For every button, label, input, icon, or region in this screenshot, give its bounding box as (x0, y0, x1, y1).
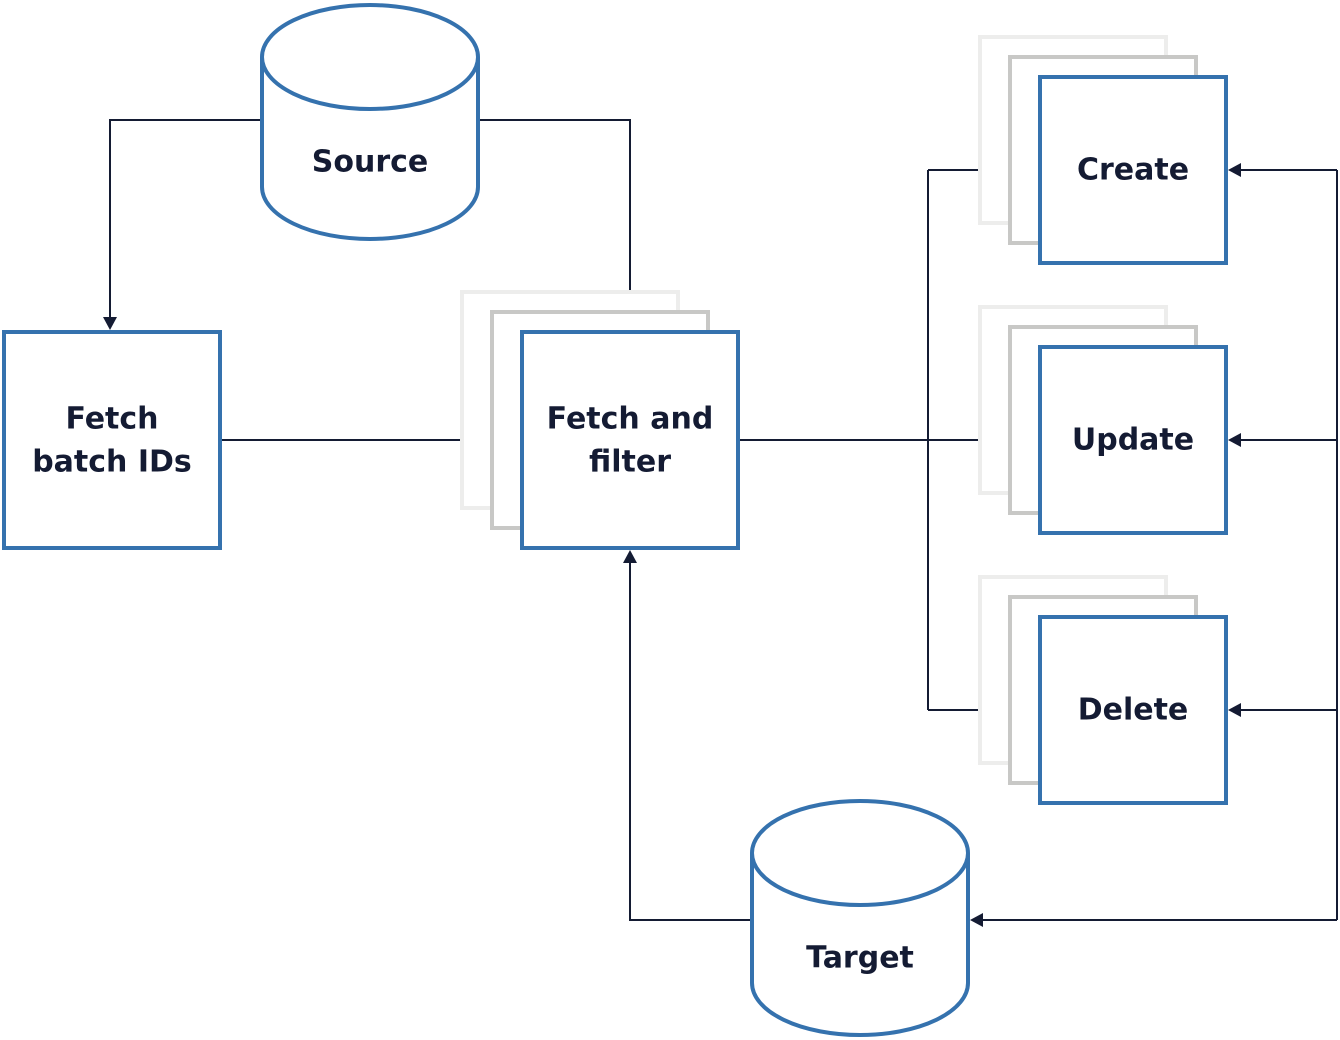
source-cylinder-top (260, 3, 480, 111)
target-cylinder-top (750, 799, 970, 907)
edge-source-to-fetch-and-filter (478, 119, 631, 318)
delete-label: Delete (1078, 693, 1189, 728)
target-database: Target (750, 799, 970, 1037)
arrowhead-fetch-batch-ids (103, 317, 117, 330)
edge-target-to-fetch-and-filter (629, 562, 752, 921)
fetch-batch-ids-box (2, 330, 222, 550)
create-node: Create (978, 35, 1228, 265)
fetch-batch-ids-node: Fetch batch IDs (2, 330, 222, 550)
arrowhead-update-right (1228, 433, 1241, 447)
update-node: Update (978, 305, 1228, 535)
source-label: Source (312, 145, 429, 180)
arrowhead-create-right (1228, 163, 1241, 177)
arrowhead-delete-right (1228, 703, 1241, 717)
create-label: Create (1077, 153, 1189, 188)
source-database: Source (260, 3, 480, 241)
arrowhead-fetch-and-filter-bottom (623, 550, 637, 563)
delete-box (1038, 615, 1228, 805)
fetch-batch-ids-label-line-1: Fetch (65, 402, 158, 437)
create-box (1038, 75, 1228, 265)
arrowhead-target-right (970, 913, 983, 927)
fetch-batch-ids-label-line-2: batch IDs (32, 445, 192, 480)
edge-source-to-fetch-batch-ids (109, 119, 262, 318)
fetch-and-filter-label-line-1: Fetch and (547, 402, 714, 437)
update-box (1038, 345, 1228, 535)
update-label: Update (1072, 423, 1194, 458)
target-label: Target (806, 941, 914, 976)
fetch-and-filter-box (520, 330, 740, 550)
delete-node: Delete (978, 575, 1228, 805)
fetch-and-filter-label-line-2: filter (589, 445, 671, 480)
fetch-and-filter-node: Fetch and filter (460, 290, 740, 550)
